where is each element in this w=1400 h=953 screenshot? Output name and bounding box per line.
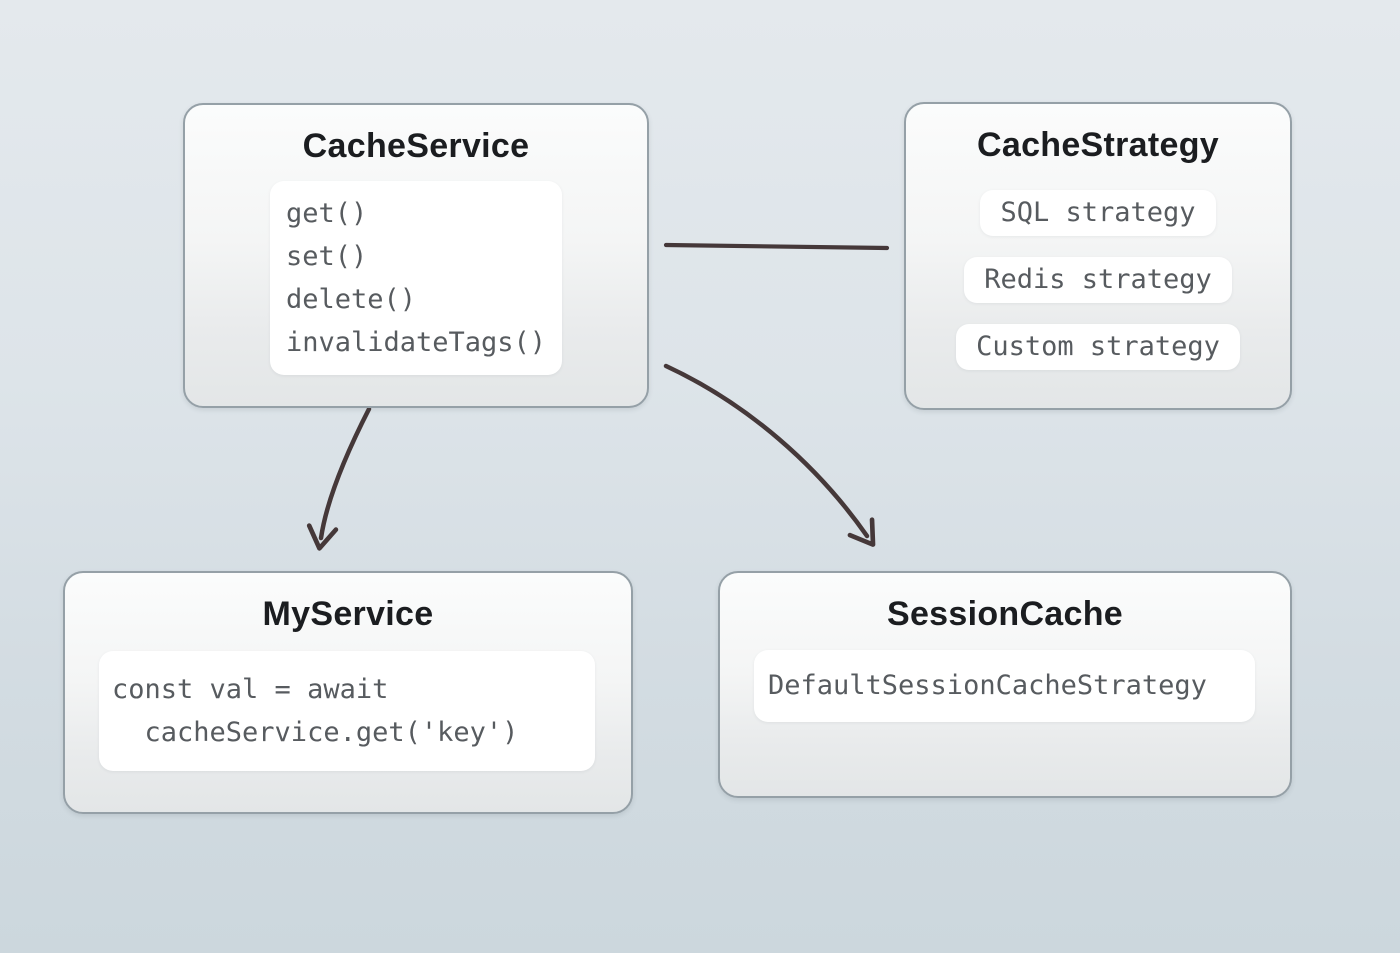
myservice-node: MyService const val = await cacheService… <box>63 571 633 814</box>
strategy-pill-column: SQL strategy Redis strategy Custom strat… <box>906 190 1290 370</box>
sessioncache-node: SessionCache DefaultSessionCacheStrategy <box>718 571 1292 798</box>
myservice-title: MyService <box>262 595 434 633</box>
myservice-code-panel: const val = await cacheService.get('key'… <box>99 651 595 771</box>
cacheservice-methods-panel: get() set() delete() invalidateTags() <box>269 181 563 375</box>
code-line: cacheService.get('key') <box>112 717 519 748</box>
arrow-cacheservice-sessioncache <box>663 363 876 547</box>
sessioncache-strategy-panel: DefaultSessionCacheStrategy <box>754 650 1255 722</box>
cachestrategy-title: CacheStrategy <box>977 126 1219 164</box>
cachestrategy-node: CacheStrategy SQL strategy Redis strateg… <box>904 102 1292 410</box>
strategy-pill-redis: Redis strategy <box>964 257 1232 303</box>
strategy-pill-custom: Custom strategy <box>956 324 1240 370</box>
method-item: delete() <box>285 284 416 315</box>
arrow-cacheservice-myservice <box>306 406 372 551</box>
code-line: const val = await <box>112 674 389 705</box>
method-item: set() <box>285 241 368 272</box>
sessioncache-title: SessionCache <box>886 595 1124 633</box>
cacheservice-node: CacheService get() set() delete() invali… <box>183 103 649 408</box>
method-item: get() <box>285 198 368 229</box>
connector-cacheservice-cachestrategy <box>663 242 890 251</box>
strategy-pill-sql: SQL strategy <box>980 190 1216 236</box>
cacheservice-title: CacheService <box>302 127 530 165</box>
method-item: invalidateTags() <box>285 327 547 358</box>
